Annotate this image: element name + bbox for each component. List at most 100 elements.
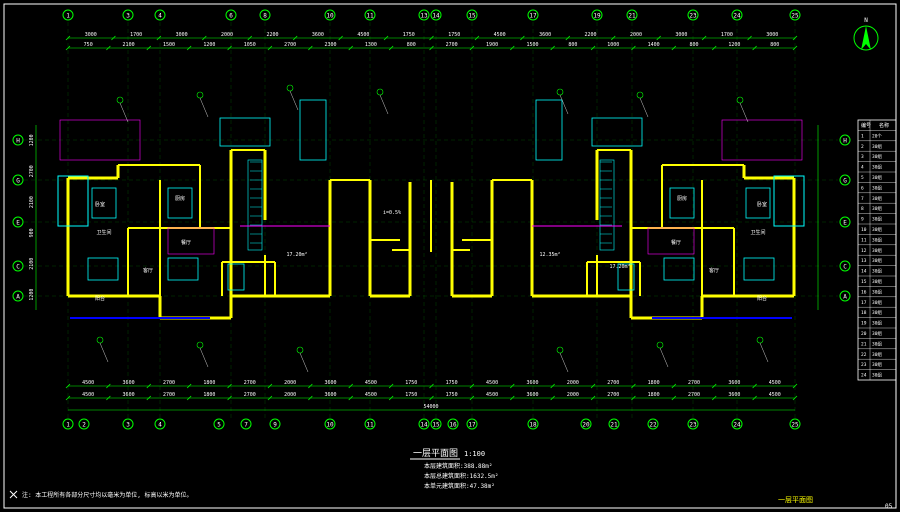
axis-bubble-top — [122, 9, 134, 21]
dim-tick — [701, 35, 707, 41]
axis-label-bottom: 7 — [244, 422, 248, 429]
axis-label-bottom: 10 — [326, 422, 334, 429]
axis-label-bottom: 21 — [610, 422, 618, 429]
axis-bubble-bottom — [447, 418, 459, 430]
table-row-index: 11 — [861, 237, 867, 243]
table-row-index: 21 — [861, 341, 867, 347]
dim-label: 2700 — [284, 42, 296, 48]
dim-tick — [227, 383, 232, 389]
dim-label: 1700 — [721, 32, 733, 38]
table-row-cell: 30组 — [872, 247, 882, 254]
dim-label: 1900 — [486, 42, 498, 48]
dim-tick — [106, 395, 111, 401]
dim-label: 750 — [84, 42, 93, 48]
area-note-2: 本层总建筑面积:1632.5m² — [424, 472, 499, 480]
dim-label: 2000 — [567, 392, 579, 398]
dim-tick — [590, 45, 596, 51]
dim-label: 3600 — [526, 380, 538, 386]
axis-label-row-right: E — [843, 220, 847, 227]
table-row-cell: 30组 — [872, 288, 882, 295]
axis-label-row-right: C — [843, 264, 847, 271]
dim-label: 1200 — [728, 42, 740, 48]
axis-bubble-row-right — [839, 216, 851, 228]
axis-bubble-bottom — [580, 418, 592, 430]
dim-label: 4500 — [82, 380, 94, 386]
dim-tick — [469, 45, 475, 51]
dim-label: 1700 — [130, 32, 142, 38]
axis-label-bottom: 9 — [273, 422, 277, 429]
room-label: 卫生间 — [750, 229, 765, 236]
table-row-cell: 30组 — [872, 278, 882, 285]
axis-bubble-top — [687, 9, 699, 21]
table-row-index: 1 — [861, 133, 864, 139]
dim-tick — [631, 383, 636, 389]
dim-tick — [267, 395, 273, 401]
table-row-cell: 30组 — [872, 205, 882, 212]
axis-label-top: 19 — [593, 13, 601, 20]
dim-label: 1750 — [446, 380, 458, 386]
dim-tick — [146, 45, 152, 51]
axis-label-row-left: H — [16, 138, 20, 145]
north-arrow-icon: N — [853, 17, 879, 51]
dim-tick — [383, 35, 389, 41]
axis-bubble-row-left — [12, 260, 24, 272]
axis-bubble-bottom — [466, 418, 478, 430]
dim-label: 2700 — [688, 392, 700, 398]
sofa-icon — [167, 257, 199, 281]
dim-tick — [348, 383, 354, 389]
dim-label: 1000 — [607, 42, 619, 48]
axis-label-row-right: G — [843, 178, 847, 185]
dim-label: 800 — [690, 42, 699, 48]
table-row-index: 3 — [861, 154, 864, 160]
dim-tick — [469, 395, 475, 401]
dim-label: 4500 — [769, 392, 781, 398]
axis-label-row-right: A — [843, 294, 847, 301]
axis-label-top: 1 — [66, 13, 70, 20]
dining-zone — [647, 227, 695, 255]
page-number: 05 — [885, 503, 893, 510]
table-row-index: 4 — [861, 165, 864, 171]
dim-label: 4500 — [365, 380, 377, 386]
dim-tick — [186, 45, 192, 51]
table-row-cell: 30组 — [872, 257, 882, 264]
axis-label-bottom: 16 — [449, 422, 457, 429]
dim-tick — [292, 35, 298, 41]
dim-label: 1500 — [526, 42, 538, 48]
kitchen-counter — [167, 187, 193, 219]
callout-leader — [659, 347, 669, 368]
axis-bubble-bottom — [608, 418, 620, 430]
axis-label-top: 23 — [689, 13, 697, 20]
axis-bubble-bottom — [418, 418, 430, 430]
axis-bubble-bottom — [154, 418, 166, 430]
dim-label: 3600 — [123, 380, 135, 386]
axis-bubble-bottom — [324, 418, 336, 430]
dim-label: 1400 — [648, 42, 660, 48]
dim-left-label: 2100 — [29, 258, 35, 270]
axis-label-top: 6 — [229, 13, 233, 20]
dim-tick — [631, 45, 636, 51]
area-tag: 17.20m² — [286, 252, 307, 258]
footer-note-text: 注: 本工程所有各部分尺寸均以毫米为单位, 标高以米为单位。 — [22, 491, 192, 499]
table-row-cell: 30组 — [872, 372, 882, 379]
dim-tick — [671, 45, 677, 51]
axis-label-bottom: 1 — [66, 422, 70, 429]
dim-tick — [509, 45, 515, 51]
axis-label-row-left: C — [16, 264, 20, 271]
callout-bubble — [656, 341, 664, 349]
dim-tick — [388, 383, 394, 389]
dim-tick — [146, 383, 152, 389]
table-row-index: 10 — [861, 227, 867, 233]
axis-bubble-top — [591, 9, 603, 21]
dim-label: 3600 — [728, 380, 740, 386]
stair-landing — [617, 263, 635, 291]
callout-leader — [739, 102, 749, 123]
axis-label-top: 10 — [326, 13, 334, 20]
dim-left-label: 1200 — [29, 289, 35, 301]
dim-label: 3000 — [675, 32, 687, 38]
axis-label-bottom: 23 — [689, 422, 697, 429]
room-label: 阳台 — [757, 295, 767, 302]
stair-run — [247, 159, 263, 251]
dim-tick — [267, 383, 273, 389]
dim-tick — [308, 395, 313, 401]
